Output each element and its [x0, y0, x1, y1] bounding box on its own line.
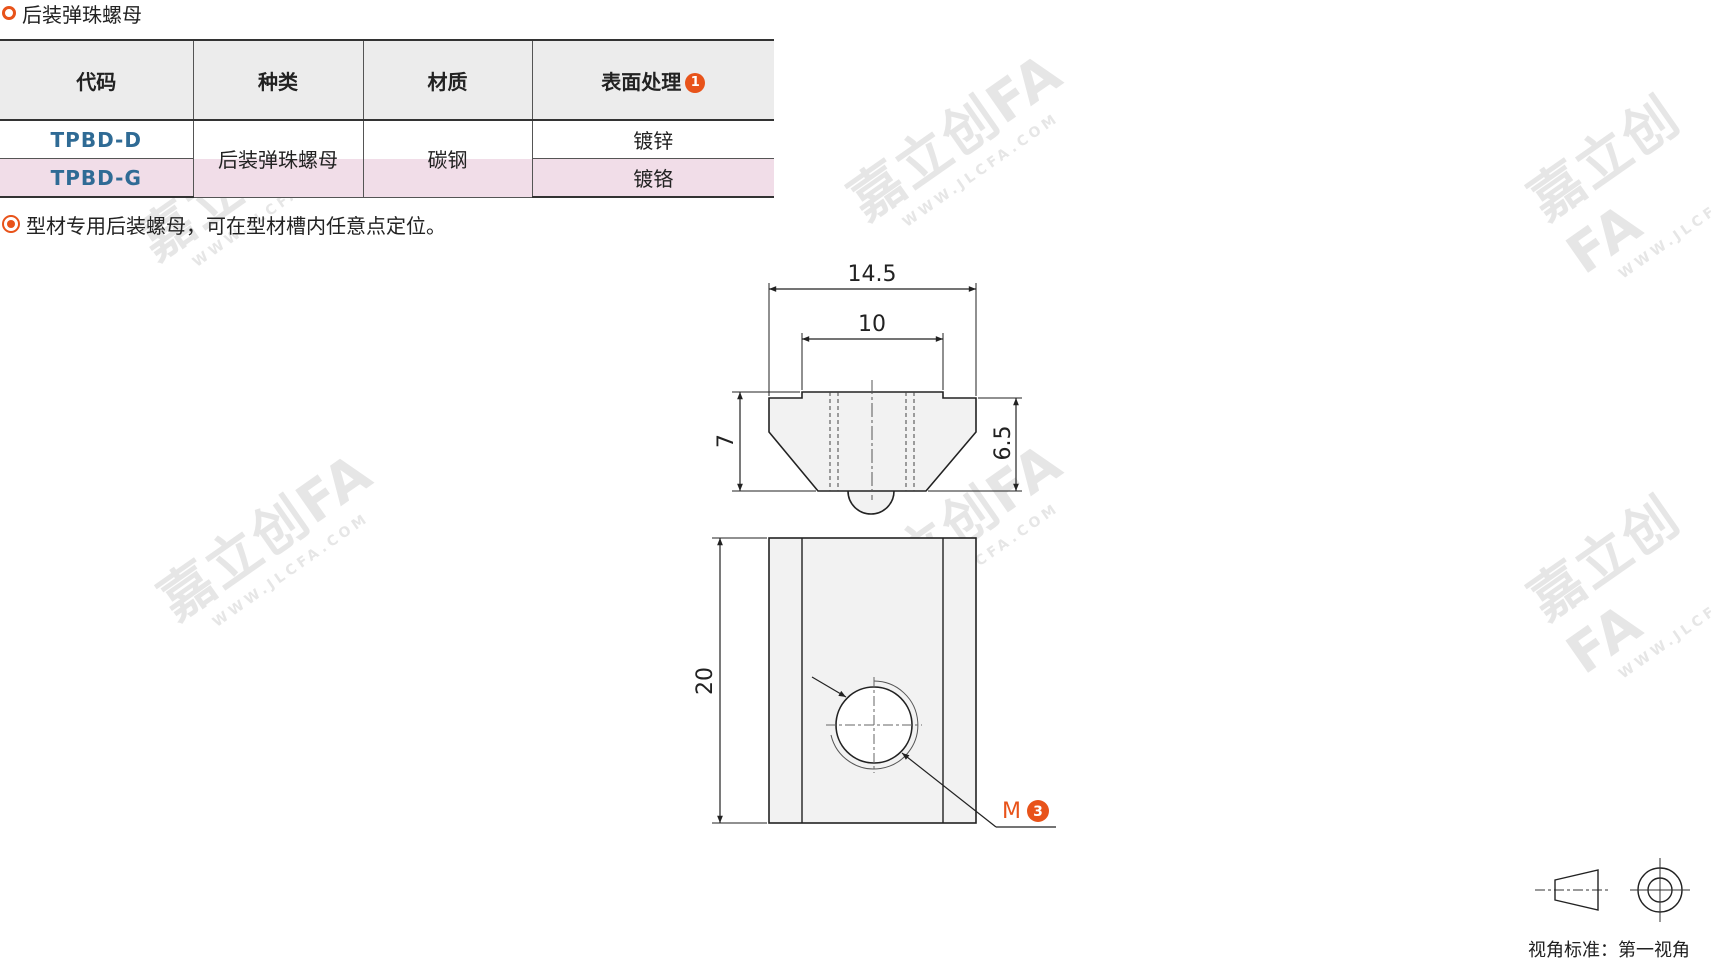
note-badge-1: 1	[685, 73, 706, 93]
material-cell: 碳钢	[362, 120, 532, 198]
surface-cell: 镀铬	[531, 158, 774, 198]
note-badge-3-text: 3	[1033, 804, 1043, 820]
first-angle-projection-icon	[1535, 858, 1690, 922]
kind-cell: 后装弹珠螺母	[192, 120, 363, 198]
section-title: 后装弹珠螺母	[2, 0, 142, 27]
dim-width-top: 10	[858, 312, 886, 337]
projection-standard: 视角标准：第一视角	[1528, 940, 1690, 961]
dim-width-total: 14.5	[848, 262, 897, 287]
nut-top-outline	[768, 537, 977, 824]
surface-cell: 镀锌	[531, 120, 774, 159]
ball-detent	[847, 490, 895, 515]
nut-profile	[768, 391, 977, 492]
hidden-lines	[829, 392, 915, 491]
header-surface-label: 表面处理	[601, 69, 682, 94]
table-row: TPBD-D 后装弹珠螺母 碳钢 镀锌	[0, 120, 774, 198]
thread-major-arc	[830, 680, 919, 770]
dim-height-right: 6.5	[991, 426, 1016, 461]
radio-bullet-icon	[2, 215, 20, 233]
dim-length: 20	[693, 667, 718, 695]
header-material: 材质	[362, 39, 532, 121]
header-kind: 种类	[192, 39, 363, 121]
table-row: TPBD-G 镀铬	[0, 158, 774, 198]
header-code: 代码	[0, 39, 193, 121]
note-text: 型材专用后装螺母，可在型材槽内任意点定位。	[26, 213, 446, 238]
thread-label: M	[1002, 799, 1021, 824]
code-cell: TPBD-D	[0, 120, 193, 159]
front-view: 14.5 10 7 6.5	[714, 262, 1022, 515]
top-view: M 3 20	[693, 537, 1056, 828]
note-badge-3	[1027, 800, 1049, 822]
circle-bullet-icon	[2, 6, 16, 20]
feature-note: 型材专用后装螺母，可在型材槽内任意点定位。	[2, 211, 446, 238]
dim-height-left: 7	[714, 434, 739, 448]
code-cell: TPBD-G	[0, 158, 193, 198]
page-title: 后装弹珠螺母	[22, 2, 142, 27]
